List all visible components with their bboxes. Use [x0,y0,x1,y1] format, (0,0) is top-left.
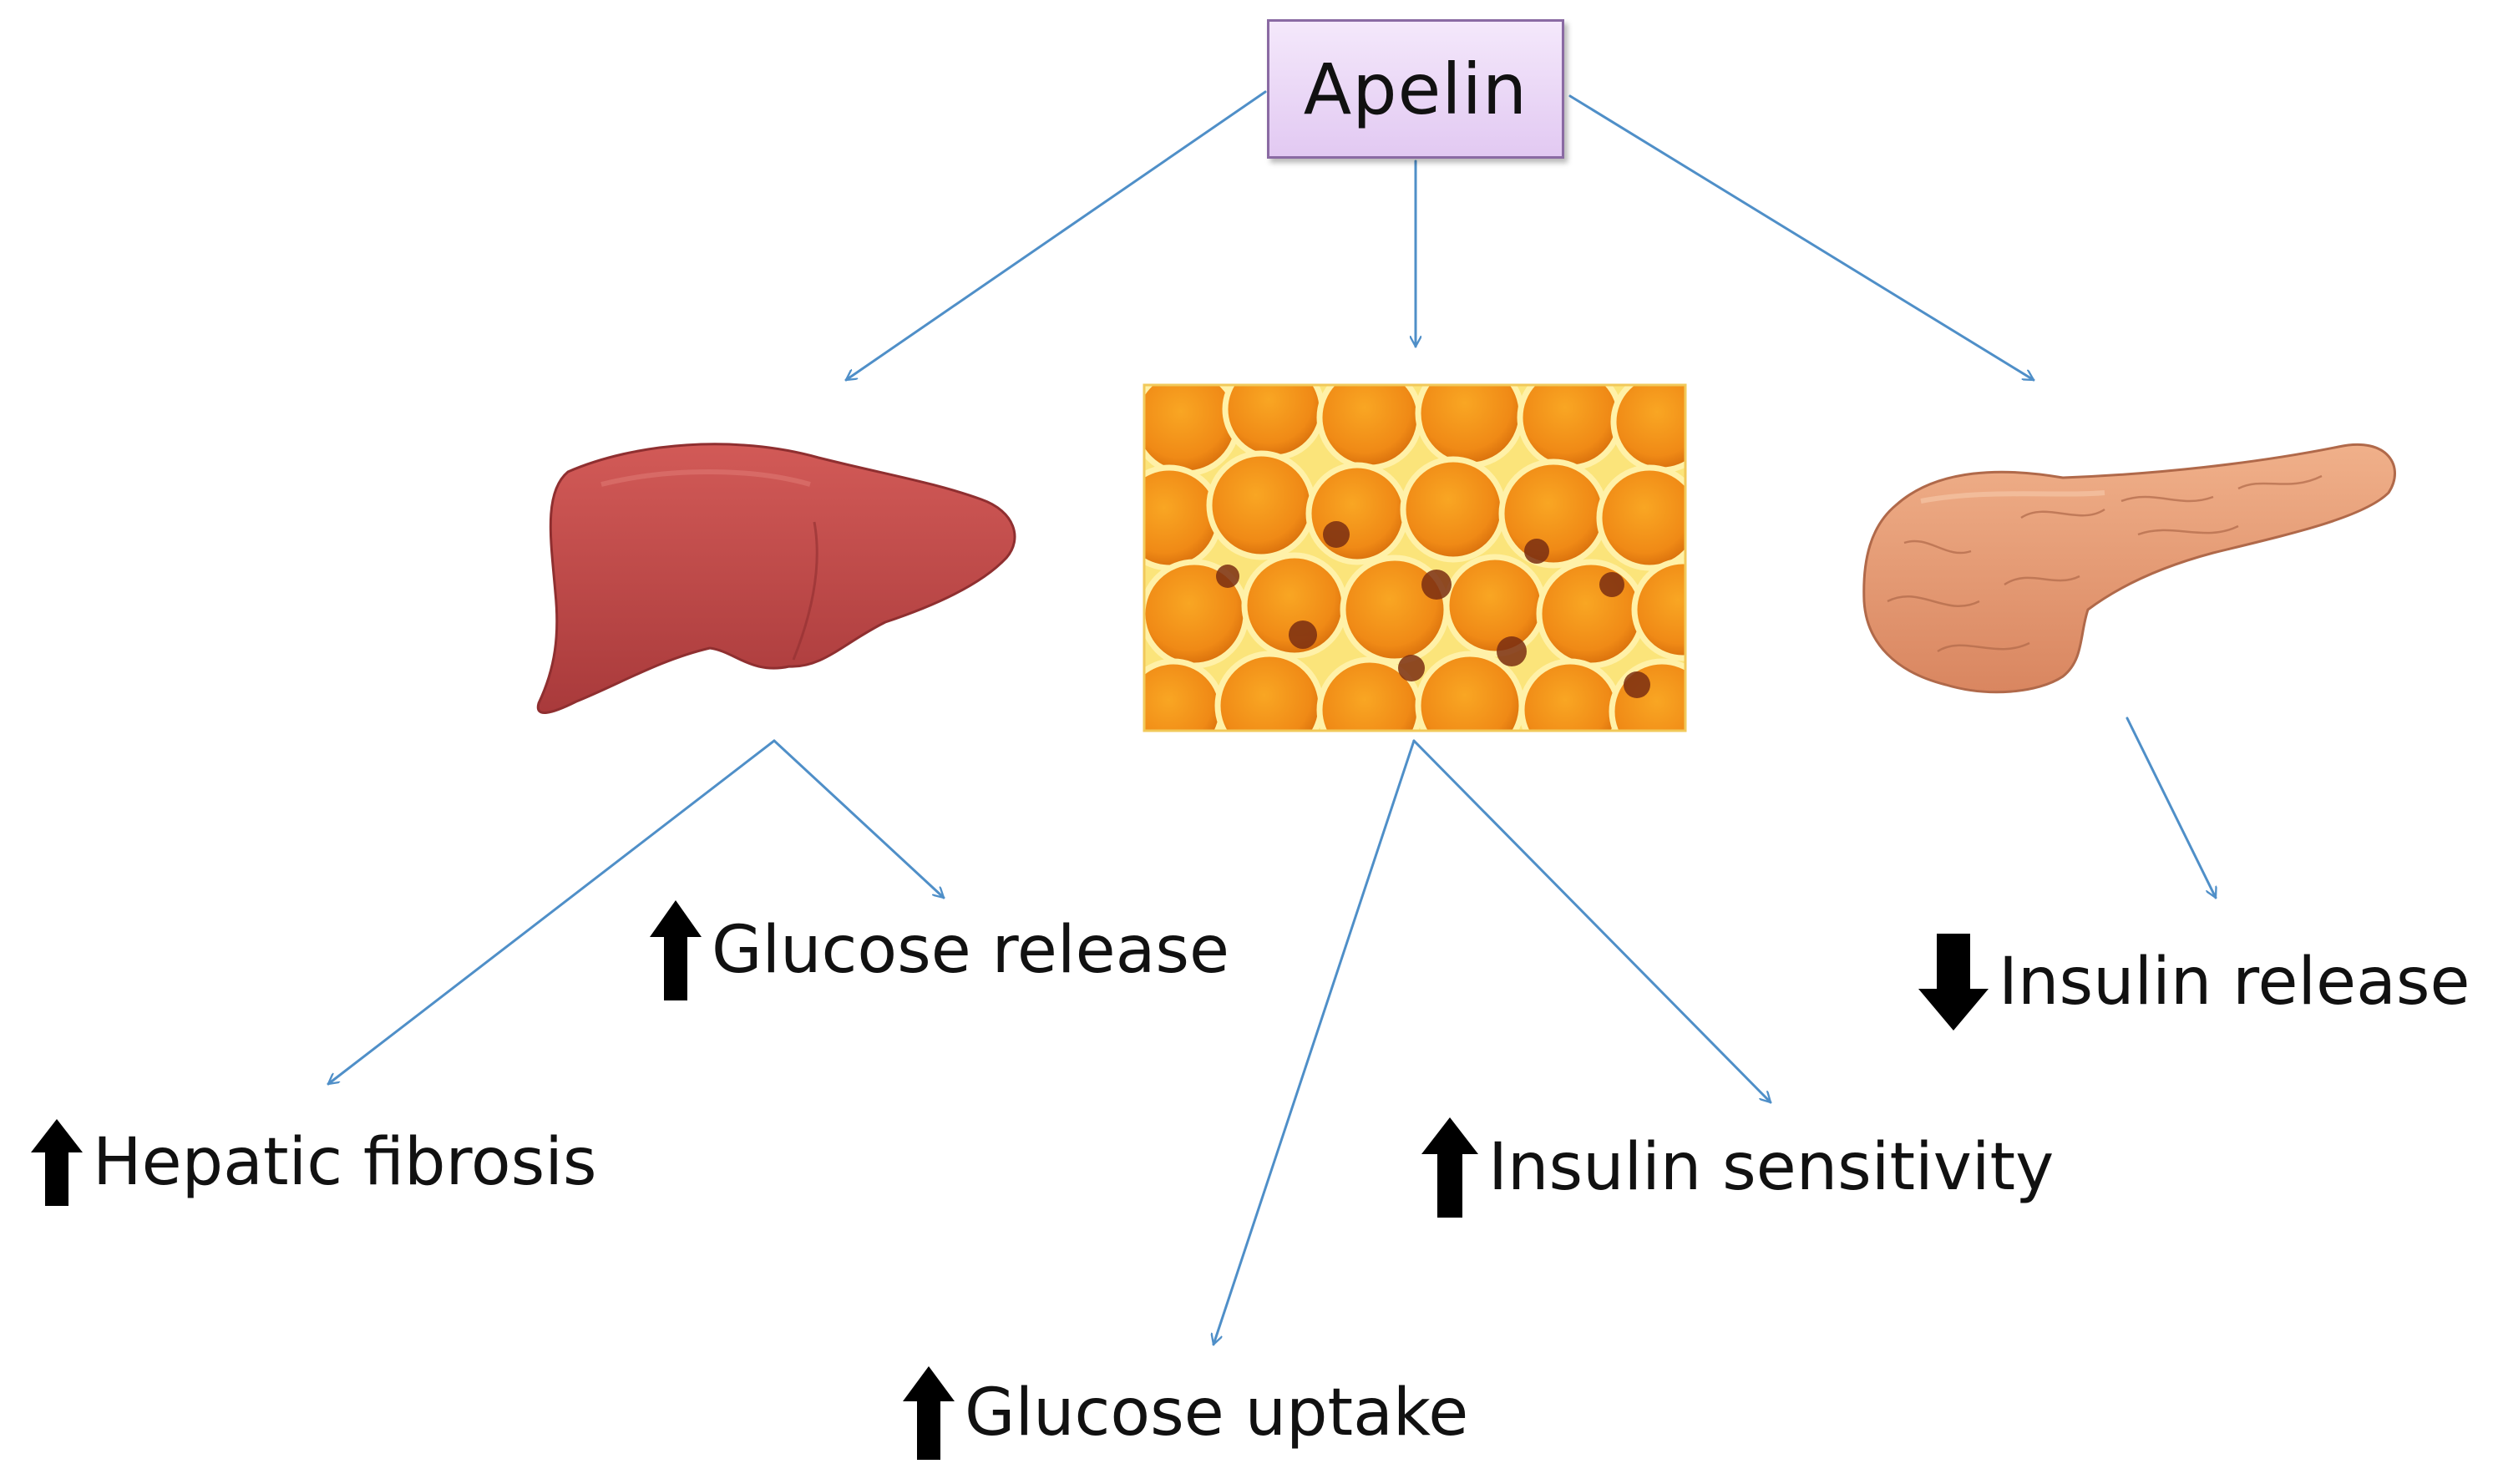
liver-icon [536,443,1016,715]
up-arrow-icon [650,900,702,1000]
effect-hepatic-fibrosis: Hepatic fibrosis [31,1119,597,1206]
up-arrow-icon [31,1119,83,1206]
connector-apelin-liver [846,90,1267,382]
up-arrow-icon [1421,1117,1478,1218]
hepatic-fibrosis-label: Hepatic fibrosis [93,1125,597,1200]
insulin-sensitivity-label: Insulin sensitivity [1488,1130,2055,1205]
connector-liver-glucose-release [773,739,944,898]
connector-adipose-insulin-sensitivity [1412,739,1771,1102]
pancreas-icon [1862,443,2396,694]
effect-insulin-release: Insulin release [1918,934,2470,1031]
connector-apelin-pancreas [1568,94,2034,382]
glucose-uptake-label: Glucose uptake [965,1375,1469,1451]
adipose-tissue-icon [1143,383,1687,732]
effect-insulin-sensitivity: Insulin sensitivity [1421,1117,2054,1218]
insulin-release-label: Insulin release [1999,945,2470,1020]
apelin-box: Apelin [1267,19,1564,159]
effect-glucose-uptake: Glucose uptake [903,1366,1468,1460]
connector-pancreas-insulin-release [2126,717,2216,898]
effect-glucose-release: Glucose release [650,900,1229,1000]
glucose-release-label: Glucose release [712,913,1230,988]
down-arrow-icon [1918,934,1989,1031]
connector-adipose-glucose-uptake [1213,739,1416,1345]
up-arrow-icon [903,1366,955,1460]
connector-liver-hepatic-fibrosis [328,739,776,1086]
apelin-label: Apelin [1303,48,1528,130]
connectors [328,90,2216,1345]
